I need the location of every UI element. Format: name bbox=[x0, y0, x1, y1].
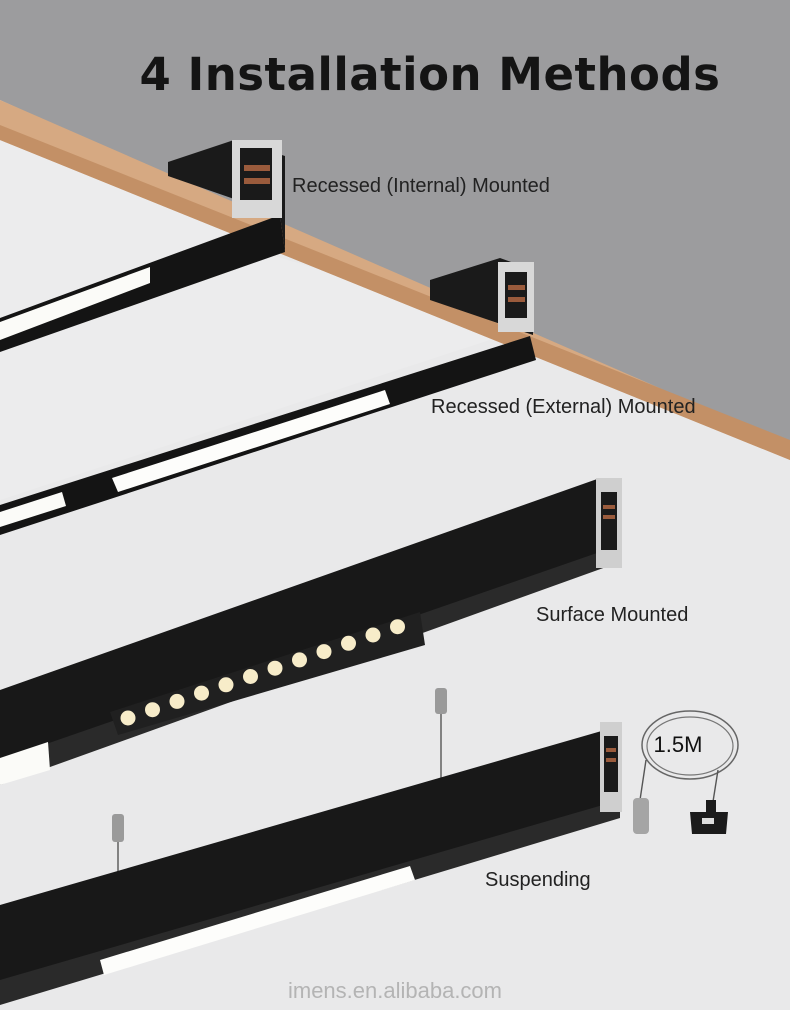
led-spot bbox=[292, 652, 307, 668]
led-spot bbox=[243, 669, 258, 684]
fixture-recessed-internal bbox=[0, 140, 285, 352]
method-label-surface: Surface Mounted bbox=[536, 604, 689, 626]
led-spot bbox=[194, 685, 209, 701]
led-spot bbox=[218, 677, 234, 693]
led-spot bbox=[145, 702, 160, 718]
hanging-kit bbox=[633, 710, 739, 834]
page-title: 4 Installation Methods bbox=[139, 48, 721, 101]
led-spot bbox=[169, 693, 185, 709]
method-label-recessed-external: Recessed (External) Mounted bbox=[431, 396, 696, 418]
led-spot bbox=[120, 710, 136, 726]
led-spot bbox=[390, 619, 405, 635]
method-label-recessed-internal: Recessed (Internal) Mounted bbox=[292, 175, 550, 197]
led-spot bbox=[267, 660, 283, 676]
fixture-suspending bbox=[0, 688, 622, 1005]
ceiling-anchor bbox=[435, 688, 447, 714]
cable-length-label: 1.5M bbox=[653, 732, 703, 757]
ceiling-panel bbox=[0, 245, 520, 515]
fixture-surface bbox=[0, 478, 622, 785]
fixture-recessed-external bbox=[0, 258, 536, 535]
method-label-suspending: Suspending bbox=[485, 869, 591, 891]
ceiling-anchor bbox=[112, 814, 124, 842]
led-spot bbox=[365, 627, 381, 643]
wood-edge-shade bbox=[0, 125, 790, 460]
wall-backdrop bbox=[0, 0, 790, 460]
led-spot-row bbox=[120, 619, 405, 726]
led-spot bbox=[316, 644, 332, 660]
watermark: imens.en.alibaba.com bbox=[287, 978, 502, 1003]
wire-gripper bbox=[633, 798, 649, 834]
ceiling-panel bbox=[0, 135, 235, 325]
led-spot bbox=[341, 635, 356, 651]
